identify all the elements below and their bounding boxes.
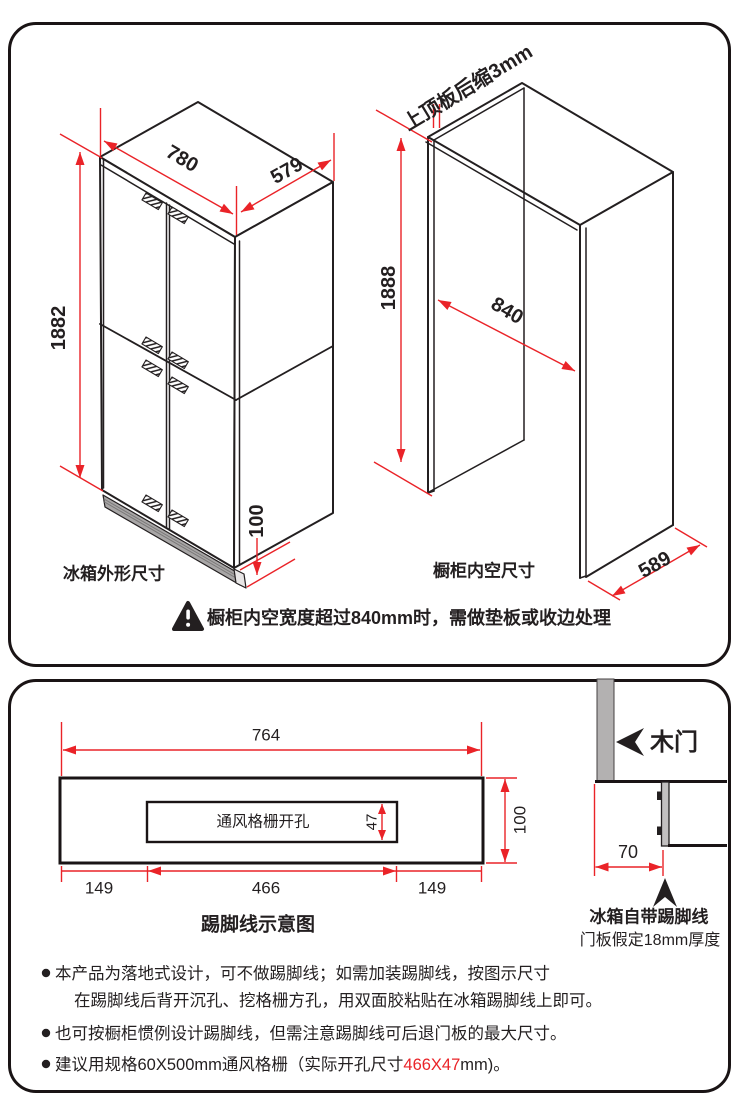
cabinet-drawing-title: 橱柜内空尺寸 <box>433 561 535 581</box>
offset-dim: 70 <box>617 842 639 862</box>
door-section-view <box>593 678 727 907</box>
warning-triangle-icon <box>172 601 204 631</box>
note-4-highlight: 466X47 <box>403 1055 461 1074</box>
fridge-base-height-dim: 100 <box>246 504 268 538</box>
fridge-door-handles <box>141 192 189 528</box>
kickplate-total-width-dim: 764 <box>251 725 281 745</box>
kickplate-diagram <box>58 776 485 865</box>
wood-door-bar <box>596 678 615 783</box>
wood-door-pointer-icon <box>616 728 644 756</box>
cabinet-isometric-drawing <box>425 82 674 579</box>
left-margin-dim: 149 <box>84 878 114 898</box>
fridge-dimension-lines <box>59 108 335 588</box>
note-line-2: 在踢脚线后背开沉孔、挖格栅方孔，用双面胶粘贴在冰箱踢脚线上即可。 <box>74 991 602 1010</box>
right-margin-dim: 149 <box>417 878 447 898</box>
opening-width-dim: 466 <box>251 878 281 898</box>
note-4-prefix: 建议用规格60X500mm通风格栅（实际开孔尺寸 <box>55 1055 404 1074</box>
fridge-drawing-title: 冰箱外形尺寸 <box>63 564 165 584</box>
fridge-kickplate-bar <box>660 781 670 847</box>
wood-door-label: 木门 <box>650 729 698 756</box>
note-line-3: 也可按橱柜惯例设计踢脚线，但需注意踢脚线可后退门板的最大尺寸。 <box>55 1024 567 1043</box>
note-line-4: 建议用规格60X500mm通风格栅（实际开孔尺寸466X47mm)。 <box>55 1057 510 1074</box>
note-4-suffix: mm)。 <box>460 1055 510 1074</box>
kickplate-pointer-icon <box>653 878 677 907</box>
opening-height-dim: 47 <box>363 813 381 831</box>
fridge-height-dim: 1882 <box>48 305 70 351</box>
fridge-kickplate-label: 冰箱自带踢脚线 <box>589 907 709 927</box>
cabinet-dimension-lines <box>373 104 708 601</box>
door-thickness-note: 门板假定18mm厚度 <box>579 932 721 949</box>
fridge-isometric-drawing <box>99 101 334 589</box>
kickplate-height-dim: 100 <box>510 805 530 835</box>
grille-opening-label: 通风格栅开孔 <box>216 813 310 831</box>
kickplate-dimension-lines <box>60 722 517 882</box>
note-line-1: 本产品为落地式设计，可不做踢脚线；如需加装踢脚线，按图示尺寸 <box>55 964 550 983</box>
note-bullets <box>41 968 51 1069</box>
cabinet-height-dim: 1888 <box>378 265 400 311</box>
kickplate-diagram-title: 踢脚线示意图 <box>200 914 316 936</box>
warning-text: 橱柜内空宽度超过840mm时，需做垫板或收边处理 <box>207 608 612 628</box>
